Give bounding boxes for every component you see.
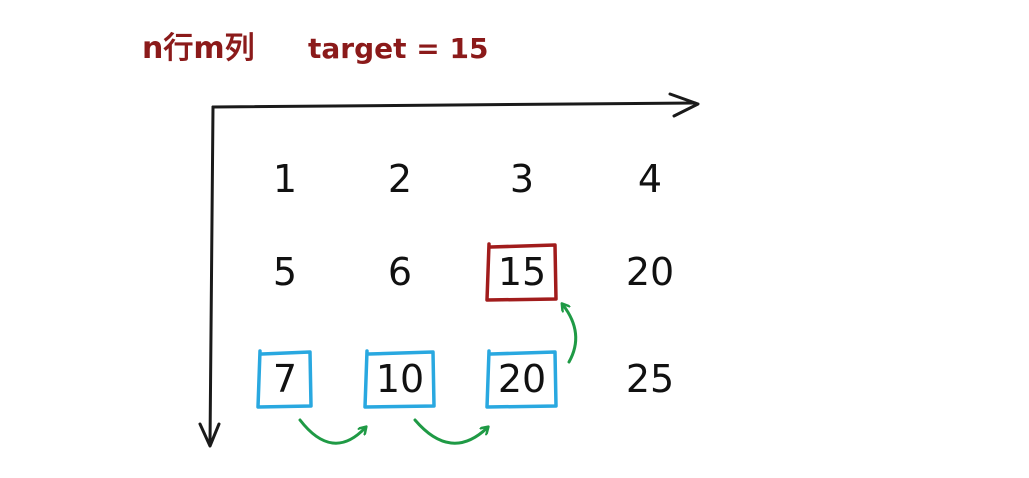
search-path-arrows xyxy=(298,305,578,445)
matrix-cell: 1 xyxy=(273,157,297,201)
matrix-cell: 3 xyxy=(510,157,534,201)
x-axis-line xyxy=(211,101,697,109)
matrix-cell: 5 xyxy=(273,250,297,294)
matrix-cell: 2 xyxy=(388,157,412,201)
matrix-cell: 20 xyxy=(626,250,674,294)
path-box xyxy=(363,349,436,409)
highlight-boxes xyxy=(256,242,558,409)
matrix-cell: 10 xyxy=(376,357,424,401)
axes xyxy=(198,92,700,448)
matrix-cell: 15 xyxy=(498,250,546,294)
path-arrow-right xyxy=(298,418,365,445)
matrix-cell: 6 xyxy=(388,250,412,294)
y-axis-line xyxy=(208,105,215,447)
path-arrow-up xyxy=(563,305,578,364)
matrix: 1 2 3 4 5 6 15 20 7 10 20 25 xyxy=(273,157,674,401)
path-box xyxy=(485,349,558,409)
matrix-cell: 7 xyxy=(273,357,297,401)
found-box xyxy=(485,242,558,302)
matrix-cell: 4 xyxy=(638,157,662,201)
matrix-cell: 25 xyxy=(626,357,674,401)
matrix-cell: 20 xyxy=(498,357,546,401)
y-axis-arrowhead xyxy=(198,422,221,448)
title-dimensions: n行m列 xyxy=(142,31,255,66)
x-axis-arrowhead xyxy=(668,92,700,118)
title-target: target = 15 xyxy=(308,32,488,65)
path-arrow-right xyxy=(413,418,487,445)
path-box xyxy=(256,349,313,409)
